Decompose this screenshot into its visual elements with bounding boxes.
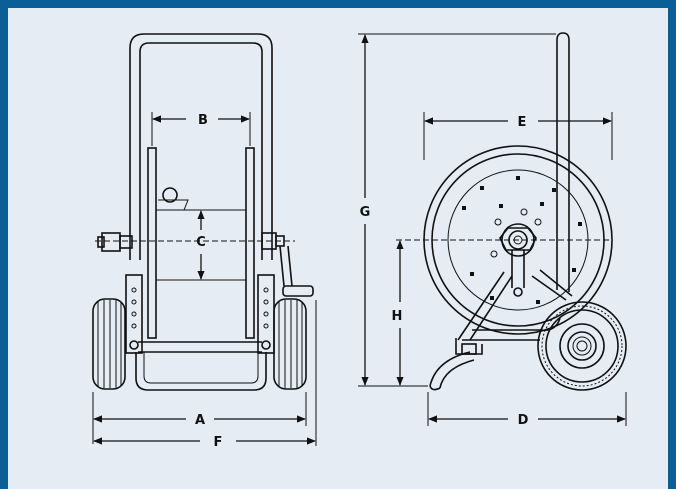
side-view [423, 32, 627, 391]
label-a: A [195, 413, 205, 428]
dimension-b: B [151, 112, 251, 146]
dimension-e: E [423, 112, 613, 160]
label-b: B [198, 113, 208, 128]
label-f: F [214, 435, 223, 450]
label-h: H [392, 309, 403, 324]
dimension-g: G [358, 33, 556, 387]
dimension-d: D [427, 392, 627, 428]
dimension-c: C [196, 210, 206, 280]
dimension-h: H [392, 239, 610, 386]
reel-bolt-pattern [462, 176, 582, 304]
drawing-panel: B C A F [8, 8, 668, 489]
label-d: D [518, 413, 529, 428]
label-g: G [360, 205, 371, 220]
front-view [92, 33, 314, 391]
label-c: C [196, 235, 206, 250]
dimension-f: F [93, 300, 317, 450]
dimension-a: A [92, 392, 307, 444]
hose-reel-cart-drawing: B C A F [92, 32, 627, 450]
label-e: E [518, 115, 527, 130]
